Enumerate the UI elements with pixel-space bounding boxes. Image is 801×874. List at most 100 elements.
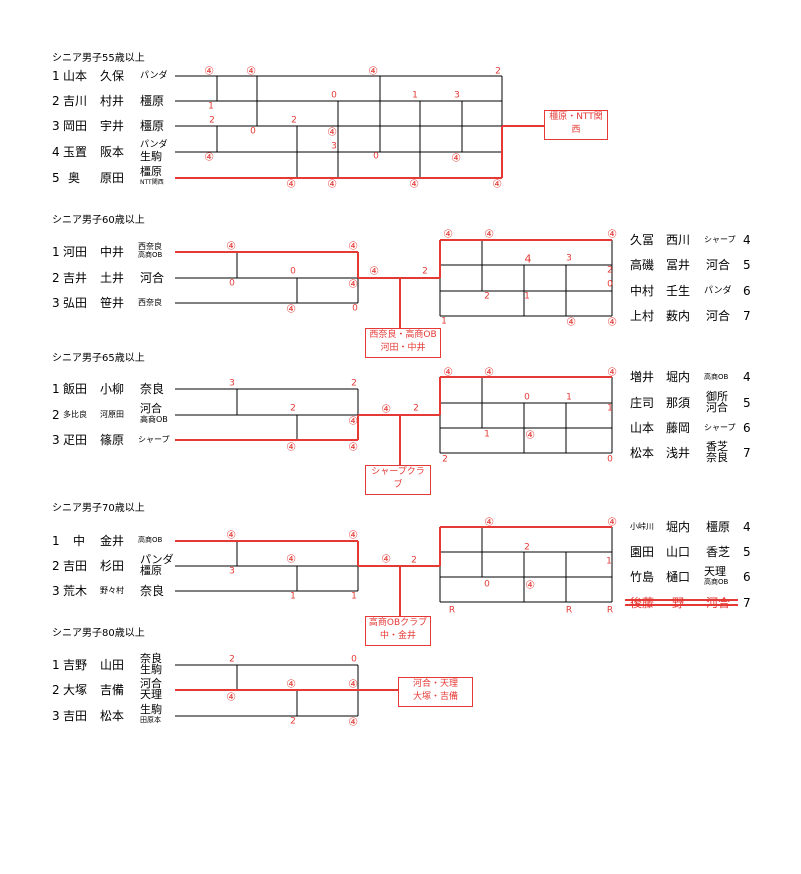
player-seed: 7 [743,596,751,610]
score: ④ [566,315,576,329]
player-club: 奈良 [140,584,165,598]
score: ④ [226,239,236,253]
score: ④ [607,365,617,379]
player-name: 金井 [100,534,125,548]
section-title-55: シニア男子55歳以上 [52,53,145,64]
player-name: 吉田 [63,709,88,723]
player-seed: 4 [743,520,751,534]
player-club: 天理 高商OB [704,565,729,586]
player-club: 河合 高商OB [140,402,168,424]
score: ④ [348,677,358,691]
player-seed: 2 [52,94,60,108]
player-name: 壬生 [666,284,691,298]
player-seed: 3 [52,119,60,133]
player-name: 高磯 [630,258,655,272]
player-seed: 1 [52,534,60,548]
player-seed: 5 [743,396,751,410]
score: 2 [290,716,296,727]
player-club: パンダ [704,286,732,296]
player-name: 山本 [63,69,88,83]
score: 1 [290,591,296,602]
player-name: 村井 [100,94,125,108]
score: ④ [381,552,391,566]
player-name: 奥 [68,171,81,185]
player-name: 吉野 [63,658,88,672]
score: 1 [208,101,214,112]
player-club: パンダ 橿原 [140,553,174,577]
player-name: 笹井 [100,296,125,310]
player-club: パンダ 生駒 [140,140,168,163]
score: 1 [524,291,530,302]
player-name: 増井 [630,370,655,384]
player-club: パンダ [140,71,168,81]
section-title-80: シニア男子80歳以上 [52,628,145,639]
score: ④ [451,151,461,165]
player-club: シャープ [138,435,170,444]
score: 2 [422,266,428,277]
player-name: 竹島 [630,570,655,584]
score: 2 [229,654,235,665]
score: 2 [411,555,417,566]
player-name: 松本 [630,446,655,460]
player-seed: 3 [52,709,60,723]
score: ④ [348,239,358,253]
player-club: 河合 天理 [140,677,162,701]
score: 0 [331,90,337,101]
winner-box: 高商OBクラブ中・金井 [365,616,431,646]
winner-box: 橿原・NTT関西 [544,110,608,140]
player-name: 吉備 [100,683,125,697]
player-name: 荒木 [63,584,88,598]
player-club: 橿原 [140,119,165,133]
player-seed: 5 [743,258,751,272]
score: ④ [226,690,236,704]
player-seed: 1 [52,69,60,83]
score: ④ [525,578,535,592]
player-name: 原田 [100,171,125,185]
player-name: 吉川 [63,94,88,108]
score: 2 [484,291,490,302]
player-club: 橿原 [140,94,165,108]
player-name: 山田 [100,658,125,672]
player-name: 堀内 [666,520,691,534]
player-name: 吉田 [63,559,88,573]
player-seed: 3 [52,296,60,310]
score: ④ [409,177,419,191]
section-title-60: シニア男子60歳以上 [52,215,145,226]
score: R [565,605,573,616]
player-club: シャープ [704,235,736,244]
player-name: 篠原 [100,433,125,447]
player-club: 河合 [140,271,165,285]
player-club: 高商OB [138,536,163,544]
score: ④ [492,177,502,191]
player-seed: 5 [52,171,60,185]
score: ④ [369,264,379,278]
player-seed: 2 [52,559,60,573]
score: 3 [229,378,235,389]
player-name: 後藤 [630,596,655,610]
player-name: 小峠川 [630,522,654,531]
score: R [606,605,614,616]
score: 2 [351,378,357,389]
score: 2 [413,403,419,414]
score: ④ [204,150,214,164]
player-name: 中井 [100,245,125,259]
score: 2 [290,403,296,414]
player-name: 岡田 [63,119,88,133]
score: 1 [441,316,447,327]
score: 0 [524,392,530,403]
player-club: 河合 [706,258,731,272]
score: 0 [351,654,357,665]
score: ④ [381,402,391,416]
player-name: 野 [672,596,685,610]
score: ④ [286,302,296,316]
player-seed: 1 [52,658,60,672]
score: ④ [525,428,535,442]
score: 1 [351,591,357,602]
player-name: 那須 [666,396,691,410]
score: 3 [454,90,460,101]
score: ④ [484,227,494,241]
player-seed: 5 [743,545,751,559]
player-name: 堀内 [666,370,691,384]
